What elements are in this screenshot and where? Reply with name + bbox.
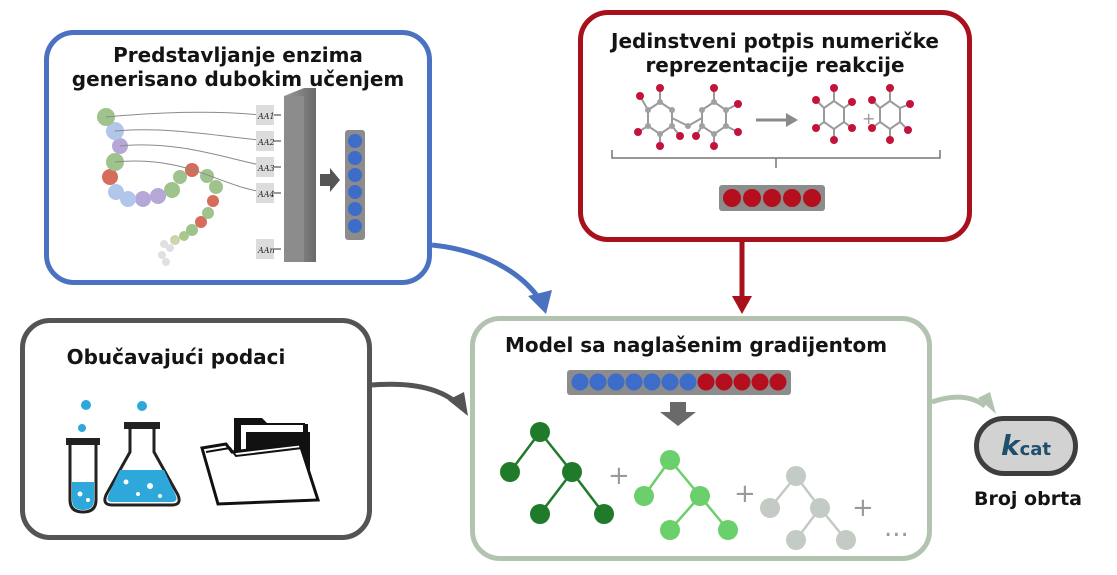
aa-text-2: AA2 — [257, 138, 275, 147]
aa-label-3: AA3 — [256, 157, 281, 177]
arrow-training-to-model — [371, 381, 460, 406]
down-arrow — [660, 402, 696, 426]
turnover-number-label: Broj obrta — [974, 488, 1082, 510]
flask-icon — [103, 401, 181, 507]
enzyme-embedding-vector — [345, 130, 365, 240]
aa-label-n: AAn — [256, 239, 281, 259]
reaction-plus: + — [862, 109, 875, 128]
aa-text-n: AAn — [257, 246, 275, 255]
enzyme-panel-title: Predstavljanje enzima generisano dubokim… — [71, 43, 405, 91]
aa-text-3: AA3 — [257, 164, 275, 173]
kcat-output-box: kcat — [974, 416, 1078, 476]
aa-label-2: AA2 — [256, 131, 281, 151]
arrow-head-reaction — [732, 296, 752, 314]
decision-tree-icon-3 — [760, 466, 856, 550]
arrow-head-enzyme — [528, 290, 552, 314]
arrow-enzyme-to-model — [431, 242, 543, 302]
decision-tree-icon-1 — [500, 422, 614, 524]
residue-connectors — [105, 111, 271, 194]
reaction-arrow — [756, 113, 798, 127]
training-panel-title: Obučavajući podaci — [66, 345, 286, 369]
model-panel-title: Model sa naglašenim gradijentom — [504, 333, 888, 357]
neural-layer — [284, 88, 316, 262]
amino-acid-labels: AA1 AA2 AA3 AA4 AAn — [256, 105, 281, 259]
aa-text-1: AA1 — [257, 112, 275, 121]
tree-plus-3: + — [852, 493, 874, 523]
tree-ellipsis: ... — [884, 513, 909, 543]
kcat-k: k — [1000, 429, 1020, 462]
molecule-atoms — [634, 84, 914, 150]
arrow-model-to-kcat — [931, 394, 987, 409]
flow-arrows — [371, 242, 996, 416]
reaction-panel-title: Jedinstveni potpis numeričke reprezentac… — [611, 29, 939, 77]
arrow-head-training — [448, 392, 468, 416]
decision-tree-icon-2 — [634, 450, 738, 540]
aa-label-4: AA4 — [256, 183, 281, 203]
arrow-to-embedding — [320, 168, 340, 192]
reaction-embedding-vector — [719, 185, 825, 211]
folder-icon — [200, 418, 321, 506]
protein-chain-icon — [97, 108, 223, 266]
aa-label-1: AA1 — [256, 105, 281, 125]
test-tube-icon — [66, 400, 100, 514]
combined-feature-vector — [567, 370, 791, 395]
kcat-symbol: kcat — [979, 429, 1073, 462]
tree-plus-1: + — [608, 461, 630, 491]
kcat-subscript: cat — [1019, 439, 1052, 460]
arrow-head-kcat — [978, 392, 996, 414]
aa-text-4: AA4 — [257, 190, 275, 199]
tree-plus-2: + — [734, 479, 756, 509]
